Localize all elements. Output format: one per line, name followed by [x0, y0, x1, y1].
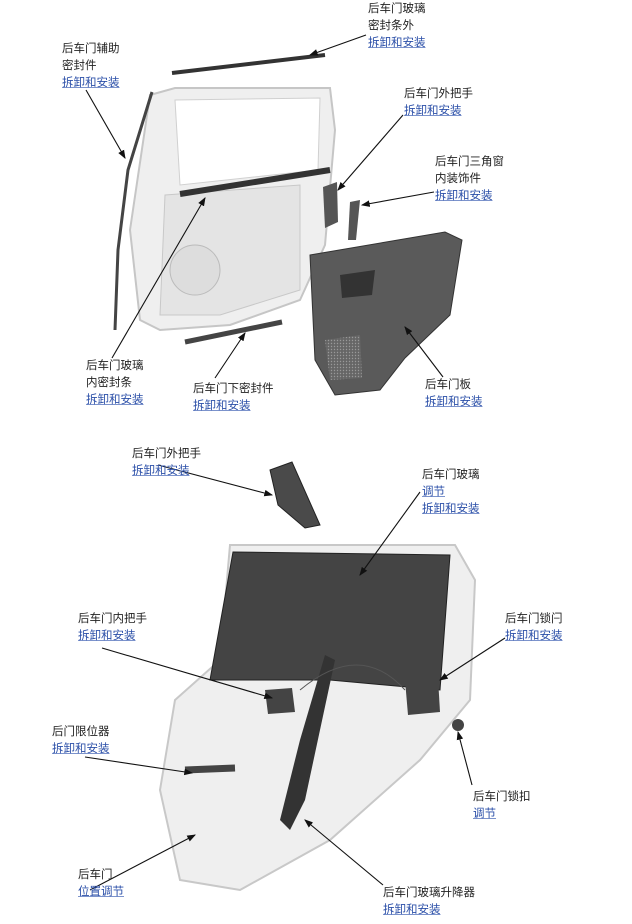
remove-install-link[interactable]: 拆卸和安装: [368, 35, 426, 49]
label-text: 后车门玻璃: [368, 1, 426, 15]
remove-install-link[interactable]: 拆卸和安装: [62, 75, 120, 89]
label-text: 后车门三角窗: [435, 154, 504, 168]
inner-handle-part: [265, 688, 295, 714]
label-text: 后车门: [78, 867, 113, 881]
label-text: 后车门玻璃: [422, 467, 480, 481]
leader-lines: [84, 34, 506, 891]
aux-seal: [113, 91, 154, 331]
latch-part: [405, 678, 440, 715]
remove-install-link[interactable]: 拆卸和安装: [78, 628, 136, 642]
label-text: 后车门锁闩: [505, 611, 563, 625]
label-checker: 后门限位器拆卸和安装: [52, 723, 110, 757]
label-text: 内密封条: [86, 375, 132, 389]
checker-part: [184, 764, 236, 774]
remove-install-link[interactable]: 拆卸和安装: [86, 392, 144, 406]
label-glass-inner-seal: 后车门玻璃内密封条拆卸和安装: [86, 357, 144, 408]
remove-install-link[interactable]: 拆卸和安装: [132, 463, 190, 477]
remove-install-link[interactable]: 拆卸和安装: [193, 398, 251, 412]
label-door-glass: 后车门玻璃调节拆卸和安装: [422, 466, 480, 517]
label-text: 后车门锁扣: [473, 789, 531, 803]
label-text: 后车门辅助: [62, 41, 120, 55]
glass-inner-seal: [179, 167, 331, 197]
adjust-link[interactable]: 调节: [473, 806, 496, 820]
remove-install-link[interactable]: 拆卸和安装: [404, 103, 462, 117]
label-text: 后车门外把手: [132, 446, 201, 460]
label-text: 后车门内把手: [78, 611, 147, 625]
remove-install-link[interactable]: 拆卸和安装: [435, 188, 493, 202]
label-latch: 后车门锁闩拆卸和安装: [505, 610, 563, 644]
adjust-link[interactable]: 调节: [422, 484, 445, 498]
label-door-panel: 后车门板拆卸和安装: [425, 376, 483, 410]
label-quarter-window-trim: 后车门三角窗内装饰件拆卸和安装: [435, 153, 504, 204]
outer-handle-part-top: [323, 182, 338, 228]
door-panel-part: [309, 231, 463, 396]
label-text: 后车门玻璃: [86, 358, 144, 372]
label-striker: 后车门锁扣调节: [473, 788, 531, 822]
label-text: 密封条外: [368, 18, 414, 32]
label-window-regulator: 后车门玻璃升降器拆卸和安装: [383, 884, 475, 918]
cable: [299, 664, 406, 691]
position-adjust-link[interactable]: 位置调节: [78, 884, 124, 898]
label-text: 后车门外把手: [404, 86, 473, 100]
label-text: 内装饰件: [435, 171, 481, 185]
label-lower-seal: 后车门下密封件拆卸和安装: [193, 380, 274, 414]
remove-install-link[interactable]: 拆卸和安装: [422, 501, 480, 515]
door-frame-top: [128, 87, 337, 332]
remove-install-link[interactable]: 拆卸和安装: [383, 902, 441, 916]
outer-handle-part: [269, 461, 321, 529]
label-glass-outer-seal: 后车门玻璃密封条外拆卸和安装: [368, 0, 426, 51]
label-text: 后车门下密封件: [193, 381, 274, 395]
label-text: 后门限位器: [52, 724, 110, 738]
remove-install-link[interactable]: 拆卸和安装: [505, 628, 563, 642]
label-text: 密封件: [62, 58, 97, 72]
quarter-trim-part: [348, 200, 360, 240]
label-text: 后车门板: [425, 377, 471, 391]
lower-seal: [184, 319, 283, 345]
label-outer-handle-top: 后车门外把手拆卸和安装: [404, 85, 473, 119]
remove-install-link[interactable]: 拆卸和安装: [52, 741, 110, 755]
label-outer-handle: 后车门外把手拆卸和安装: [132, 445, 201, 479]
label-inner-handle: 后车门内把手拆卸和安装: [78, 610, 147, 644]
label-rear-door: 后车门位置调节: [78, 866, 124, 900]
striker-part: [452, 719, 464, 731]
label-text: 后车门玻璃升降器: [383, 885, 475, 899]
regulator-part: [280, 655, 335, 830]
glass-outer-seal: [171, 53, 326, 75]
label-aux-seal: 后车门辅助密封件拆卸和安装: [62, 40, 120, 91]
remove-install-link[interactable]: 拆卸和安装: [425, 394, 483, 408]
